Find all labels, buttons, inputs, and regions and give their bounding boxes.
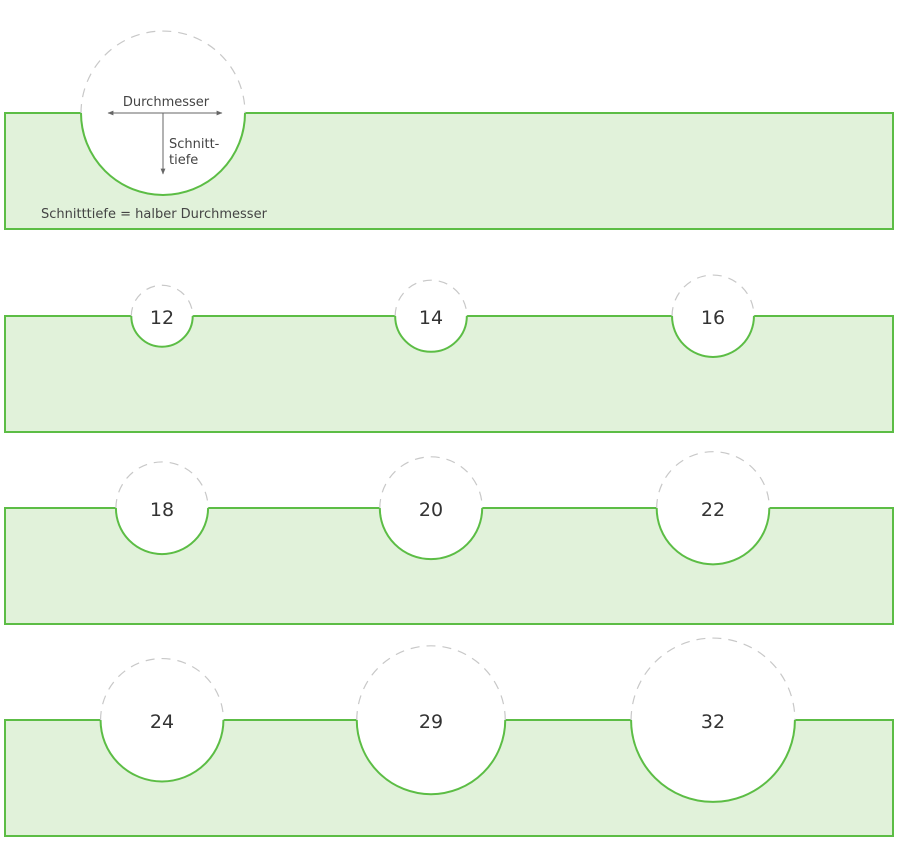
diameter-label: 24 xyxy=(150,711,174,733)
cut-circle-fill xyxy=(131,285,193,347)
cut-32: 32 xyxy=(630,637,796,803)
board-row: 12 14 16 xyxy=(4,274,894,433)
cut-20: 20 xyxy=(378,456,484,561)
cut-arc xyxy=(355,719,507,796)
explainer-board: Durchmesser Schnitt- tiefe Schnitttiefe … xyxy=(4,30,894,230)
diameter-label: 22 xyxy=(701,499,725,521)
cut-14: 14 xyxy=(394,279,468,353)
blade-outline-dashed xyxy=(80,30,246,114)
cut-arc xyxy=(378,507,484,561)
diameter-label: 29 xyxy=(419,711,443,733)
cut-24: 24 xyxy=(99,657,225,783)
diameter-label: 14 xyxy=(419,307,443,329)
blade-outline-dashed xyxy=(394,279,468,317)
blade-outline-dashed xyxy=(671,274,755,317)
cut-18: 18 xyxy=(114,461,210,556)
cut-16: 16 xyxy=(671,274,755,358)
cut-arc xyxy=(671,315,755,358)
cut-arc xyxy=(630,719,796,803)
cut-circle-fill xyxy=(395,280,467,352)
cut-12: 12 xyxy=(130,284,194,348)
depth-label-line2: tiefe xyxy=(169,153,198,168)
caption: Schnitttiefe = halber Durchmesser xyxy=(41,207,268,222)
cut-arc xyxy=(114,507,210,556)
diameter-label: 20 xyxy=(419,499,443,521)
diameter-label: 32 xyxy=(701,711,725,733)
cut-circle-fill xyxy=(631,638,795,802)
cut-arc xyxy=(394,315,468,353)
cut-arc xyxy=(80,112,246,196)
cut-circle-fill xyxy=(656,451,770,565)
cut-22: 22 xyxy=(655,451,771,566)
diameter-label: 12 xyxy=(150,307,174,329)
board-row: 18 20 22 xyxy=(4,451,894,625)
diameter-label: 18 xyxy=(150,499,174,521)
blade-outline-dashed xyxy=(379,456,483,509)
blade-outline-dashed xyxy=(630,637,796,721)
blade-outline-dashed xyxy=(656,451,770,509)
cut-circle-fill xyxy=(356,645,506,795)
cut-circle-fill xyxy=(100,658,224,782)
cut-arc xyxy=(99,719,225,783)
board-row: 24 29 32 xyxy=(4,637,894,837)
cut-arc xyxy=(130,315,194,348)
cut-29: 29 xyxy=(355,645,507,796)
blade-outline-dashed xyxy=(130,284,194,317)
cut-circle-fill xyxy=(379,456,483,560)
blade-outline-dashed xyxy=(99,657,225,721)
cut-circle-fill xyxy=(672,275,754,357)
depth-label-line1: Schnitt- xyxy=(169,137,220,152)
blade-outline-dashed xyxy=(356,645,506,721)
cut-arc xyxy=(655,507,771,566)
cut-circle-fill xyxy=(115,461,209,555)
blade-outline-dashed xyxy=(115,461,209,509)
diameter-label: 16 xyxy=(701,307,725,329)
diameter-label: Durchmesser xyxy=(123,95,210,110)
